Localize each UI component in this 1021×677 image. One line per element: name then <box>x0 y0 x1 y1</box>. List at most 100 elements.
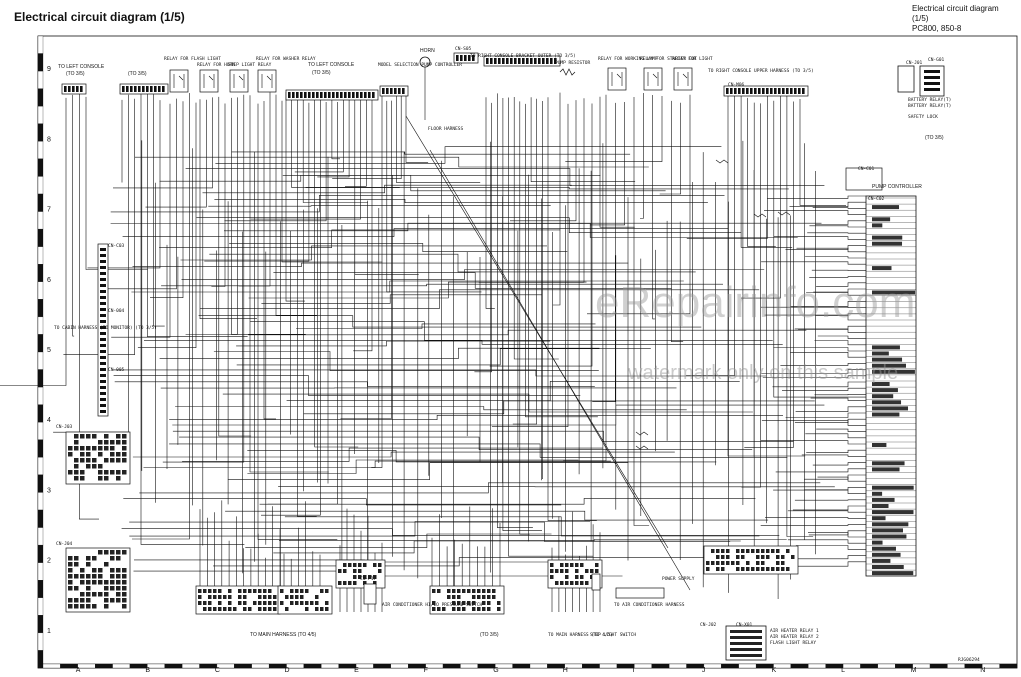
grid-cell <box>80 574 85 579</box>
connector-pin <box>344 92 347 98</box>
wire <box>762 375 866 378</box>
connector-pin <box>372 92 375 98</box>
grid-cell <box>110 598 115 603</box>
row-label: 3 <box>47 487 51 494</box>
grid-cell <box>122 598 127 603</box>
strip-pin <box>305 589 309 593</box>
strip-pin <box>477 595 481 599</box>
connector-pin <box>750 88 753 94</box>
strip-pin <box>273 601 277 605</box>
diagram-title: Electrical circuit diagram (1/5) <box>14 10 185 24</box>
connector-pin <box>324 92 327 98</box>
wire <box>552 92 561 306</box>
strip-pin <box>348 581 352 585</box>
grid-cell <box>86 580 91 585</box>
ruler-segment <box>37 509 44 528</box>
grid-cell <box>122 458 127 463</box>
wire <box>795 406 866 412</box>
wire <box>794 325 866 330</box>
connector-pin <box>746 88 749 94</box>
wire <box>489 103 593 367</box>
grid-cell <box>110 580 115 585</box>
label-cn-j02: CN-J02 <box>700 622 717 628</box>
label-cn-c01: CN-C01 <box>858 166 875 172</box>
strip-pin <box>320 607 324 611</box>
strip-pin <box>198 601 202 605</box>
strip-pin <box>358 563 362 567</box>
strip-pin <box>268 595 272 599</box>
strip-pin <box>285 607 289 611</box>
grid-cell <box>80 604 85 609</box>
strip-pin <box>320 589 324 593</box>
table-row-text <box>872 565 904 569</box>
wire-twist <box>753 213 767 218</box>
grid-cell <box>86 452 91 457</box>
label-cn-j04: CN-J04 <box>56 541 73 547</box>
table-row-text <box>872 394 894 399</box>
strip-pin <box>238 595 242 599</box>
grid-cell <box>74 556 79 561</box>
connector-pin <box>538 58 541 64</box>
pin-strip <box>730 636 762 639</box>
wire <box>236 348 651 366</box>
strip-pin <box>482 589 486 593</box>
table-row-text <box>872 266 892 271</box>
wire <box>215 146 722 164</box>
wire <box>261 294 542 304</box>
strip-pin <box>348 563 352 567</box>
relay-body <box>169 69 189 93</box>
wire <box>100 98 177 290</box>
strip-pin <box>595 569 599 573</box>
connector-pin <box>486 58 489 64</box>
wire <box>131 280 684 293</box>
table-row-text <box>872 540 883 545</box>
wire <box>129 521 731 542</box>
strip-pin <box>746 549 750 553</box>
strip-pin <box>580 581 584 585</box>
strip-pin <box>736 555 740 559</box>
connector-pin <box>308 92 311 98</box>
strip-pin <box>716 549 720 553</box>
wire <box>590 102 625 226</box>
strip-pin <box>290 601 294 605</box>
step-light-switch <box>591 573 601 591</box>
wire-twist <box>715 159 729 164</box>
relay-working-lamp <box>607 67 627 91</box>
grid-cell <box>68 604 73 609</box>
column-label: G <box>493 667 498 674</box>
grid-cell <box>104 562 109 567</box>
connector-main-harness-a <box>195 585 281 615</box>
ruler-segment <box>37 562 44 581</box>
grid-cell <box>116 568 121 573</box>
strip-pin <box>208 589 212 593</box>
label-drawing-number: RJG06294 <box>958 657 980 663</box>
grid-cell <box>68 574 73 579</box>
connector-main-harness-d <box>547 559 603 589</box>
ruler-segment <box>251 663 270 669</box>
ruler-segment <box>321 663 339 669</box>
grid-cell <box>68 452 73 457</box>
connector-main-harness-c <box>335 559 386 589</box>
wire <box>291 97 400 188</box>
connector-pin <box>542 58 545 64</box>
connector-pin <box>518 58 521 64</box>
strip-pin <box>756 567 760 571</box>
strip-pin <box>452 607 456 611</box>
label-relay-starter-cut: RELAY FOR STARTER CUT <box>640 56 697 62</box>
grid-cell <box>86 586 91 591</box>
grid-cell <box>74 464 79 469</box>
relay-coil <box>233 74 245 88</box>
strip-pin <box>585 581 589 585</box>
strip-pin <box>736 549 740 553</box>
wire <box>563 94 607 462</box>
wire <box>72 94 75 337</box>
connector-pin <box>546 58 549 64</box>
strip-pin <box>243 589 247 593</box>
table-row-text <box>872 504 889 508</box>
connector-pin <box>526 58 529 64</box>
connector-pin <box>390 88 393 94</box>
wire <box>817 476 866 482</box>
strip-pin <box>353 563 357 567</box>
strip-pin <box>560 563 564 567</box>
grid-cell <box>68 470 73 475</box>
